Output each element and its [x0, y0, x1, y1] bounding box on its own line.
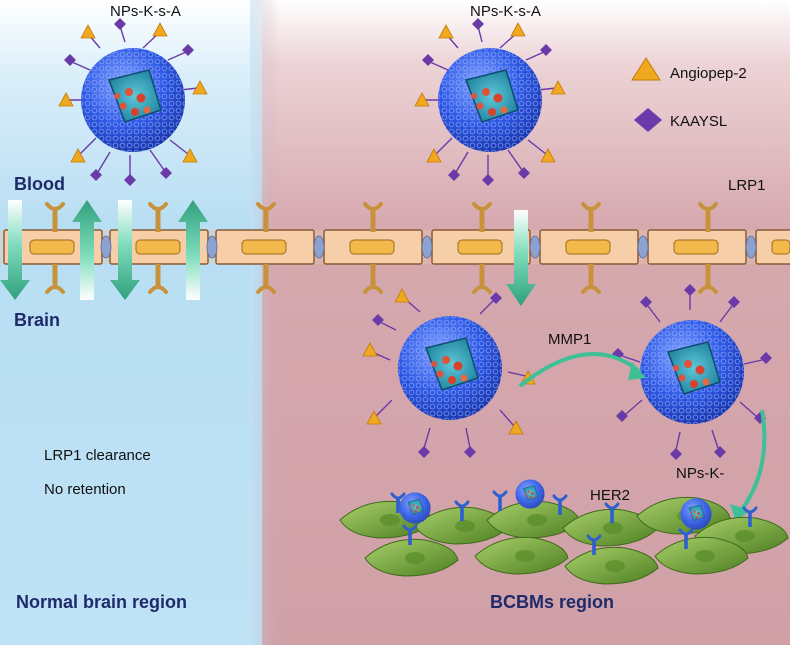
legend-kaaysl-label: KAAYSL [670, 113, 727, 130]
endothelial-cell [323, 229, 423, 265]
blood-label: Blood [14, 174, 65, 194]
endothelial-cell [755, 229, 790, 265]
curved-arrows [518, 352, 767, 522]
legend-kaaysl: KAAYSL [634, 108, 727, 132]
arrow-head-icon [628, 362, 646, 380]
endothelial-cell [215, 229, 315, 265]
nanoparticle-icon [437, 47, 543, 153]
transport-arrows [0, 200, 536, 306]
her2-label: HER2 [590, 487, 630, 504]
nanoparticle-top-center [414, 18, 566, 186]
nanoparticle-icon [399, 492, 431, 524]
nps-k-label: NPs-K- [676, 465, 724, 482]
np-label-top-left: NPs-K-s-A [110, 3, 181, 20]
arrow-down-icon [506, 210, 536, 306]
angiopep-triangle-icon [631, 57, 661, 81]
mmp1-label: MMP1 [548, 331, 591, 348]
nanoparticle-icon [397, 315, 503, 421]
nanoparticle-crossed [362, 288, 536, 458]
endothelial-cell [647, 229, 747, 265]
endothelial-cell [431, 229, 531, 265]
nanoparticle-icon [515, 479, 545, 509]
arrow-down-icon [110, 200, 140, 300]
nanoparticle-icon [680, 498, 712, 530]
clearance-label: LRP1 clearance [44, 447, 151, 464]
kaaysl-diamond-icon [634, 108, 662, 132]
retention-label: No retention [44, 481, 126, 498]
nanoparticle-top-left [58, 18, 208, 186]
nanoparticle-icon [80, 47, 186, 153]
legend: Angiopep-2 KAAYSL [631, 57, 747, 132]
nanoparticle-cleaved [612, 284, 772, 460]
bcbm-region-label: BCBMs region [490, 592, 614, 612]
endothelial-cell [539, 229, 639, 265]
arrow-up-icon [178, 200, 208, 300]
lrp1-label: LRP1 [728, 177, 766, 194]
brain-label: Brain [14, 310, 60, 330]
legend-angiopep: Angiopep-2 [631, 57, 747, 82]
arrow-down-icon [0, 200, 30, 300]
normal-region-label: Normal brain region [16, 592, 187, 612]
nanoparticle-icon [639, 319, 745, 425]
legend-angiopep-label: Angiopep-2 [670, 65, 747, 82]
arrow-up-icon [72, 200, 102, 300]
np-label-top-center: NPs-K-s-A [470, 3, 541, 20]
